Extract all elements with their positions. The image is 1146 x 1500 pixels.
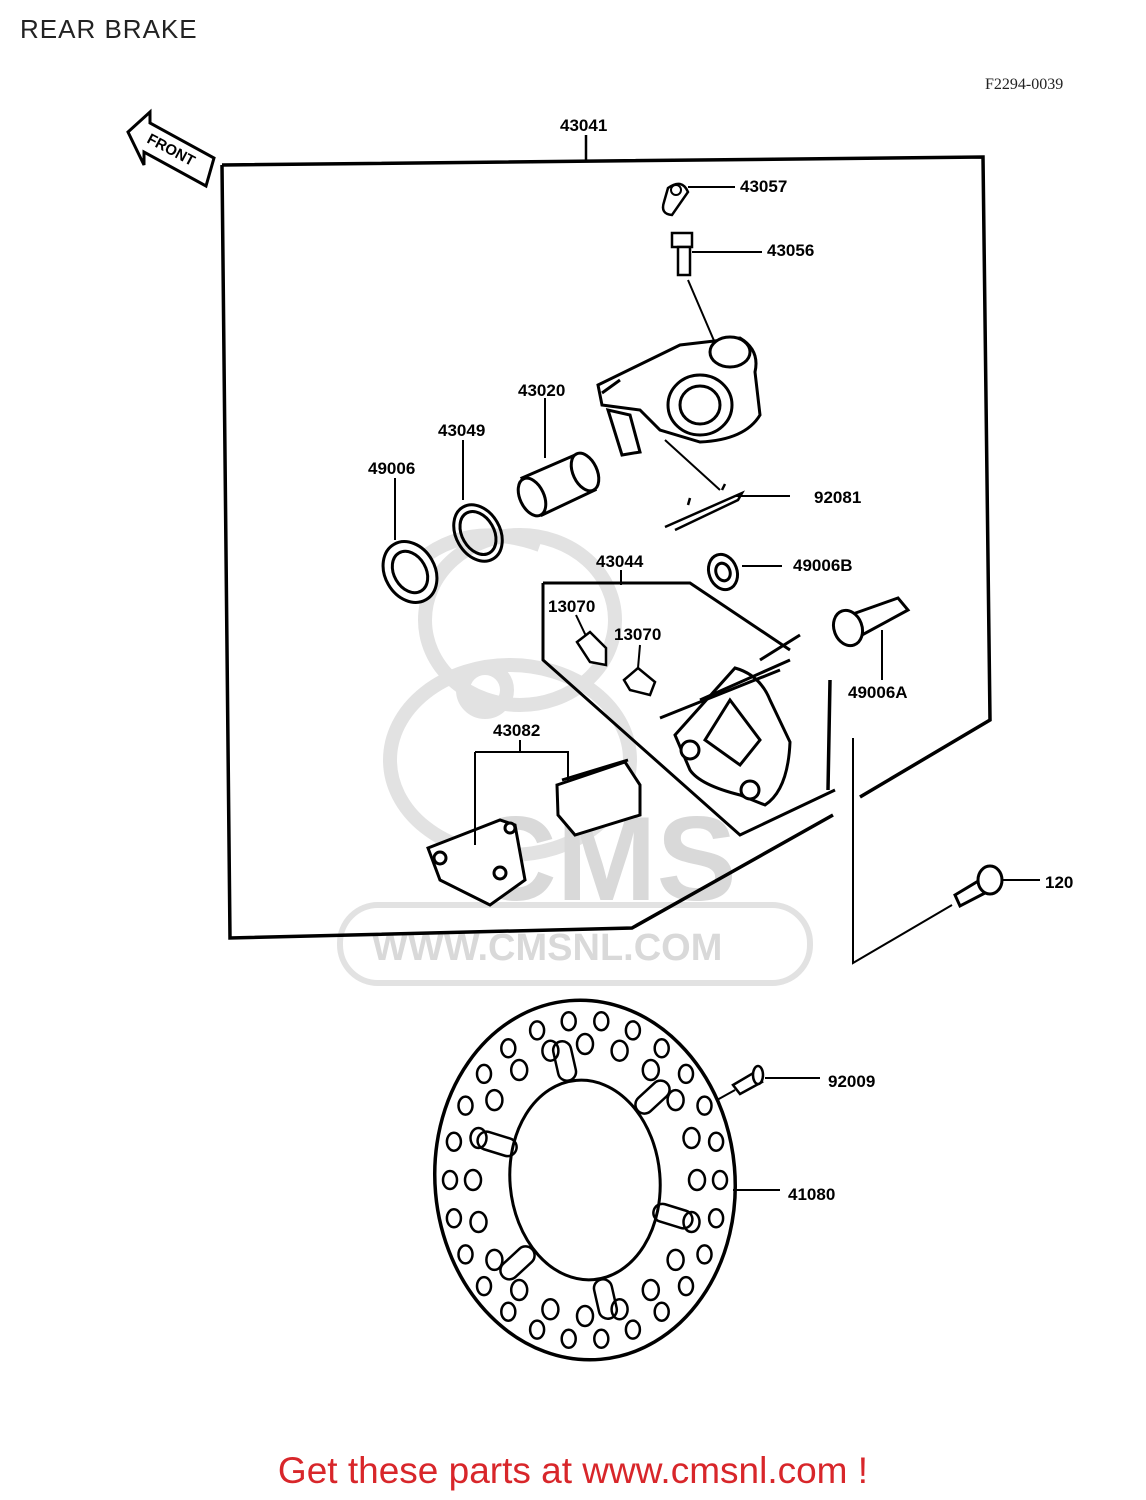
disc-hole: [575, 1032, 595, 1056]
disc-hole: [445, 1131, 463, 1152]
disc-hole: [509, 1278, 529, 1302]
caliper-assembly-frame: [220, 155, 992, 940]
disc-hole: [641, 1278, 661, 1302]
disc-hole: [463, 1168, 483, 1192]
brake-pad-outer: [426, 818, 527, 907]
disc-hole: [666, 1248, 685, 1272]
front-direction-arrow: FRONT: [126, 108, 216, 189]
disc-hole: [575, 1304, 595, 1328]
slide-bushing-b: [706, 552, 782, 592]
label-49006A: 49006A: [848, 683, 908, 702]
disc-hole: [624, 1020, 642, 1041]
disc-hole: [485, 1088, 504, 1112]
disc-screw: [689, 1064, 820, 1116]
brake-pad-inner: [555, 758, 642, 837]
disc-hole: [687, 1168, 707, 1192]
disc-hole: [653, 1038, 670, 1059]
disc-hole: [696, 1244, 713, 1265]
disc-hole: [469, 1126, 488, 1150]
disc-hole: [485, 1248, 504, 1272]
disc-slot: [592, 1278, 619, 1320]
label-49006B: 49006B: [793, 556, 853, 575]
disc-hole: [457, 1244, 474, 1265]
caliper-bracket: [659, 633, 801, 807]
disc-hole: [624, 1319, 642, 1340]
pad-spring-clip-2: [622, 644, 657, 697]
label-43049: 43049: [438, 421, 485, 440]
disc-slot: [476, 1130, 518, 1158]
brake-disc: [432, 998, 780, 1362]
disc-slot: [499, 1245, 536, 1281]
disc-hole: [682, 1126, 701, 1150]
disc-slot: [634, 1079, 671, 1115]
disc-hole: [610, 1298, 629, 1321]
label-43056: 43056: [767, 241, 814, 260]
disc-hole: [560, 1328, 577, 1350]
disc-hole: [469, 1210, 488, 1234]
label-43044: 43044: [596, 552, 644, 571]
disc-hole: [682, 1210, 701, 1234]
disc-hole: [610, 1039, 629, 1062]
disc-hole: [500, 1301, 517, 1322]
watermark-mascot: [383, 528, 637, 862]
label-92009: 92009: [828, 1072, 875, 1091]
disc-hole: [641, 1058, 661, 1082]
page-title: REAR BRAKE: [20, 14, 198, 44]
label-13070-a: 13070: [548, 597, 595, 616]
disc-hole: [475, 1275, 493, 1297]
disc-hole: [441, 1169, 459, 1191]
slide-pin-a: [831, 596, 911, 680]
pad-carrier-frame: [541, 581, 836, 837]
label-49006: 49006: [368, 459, 415, 478]
pad-spring-clip-1: [575, 614, 608, 667]
disc-hole: [707, 1131, 725, 1152]
label-120: 120: [1045, 873, 1073, 892]
disc-hole: [528, 1319, 546, 1340]
disc-hole: [666, 1088, 685, 1112]
disc-hole: [677, 1063, 695, 1085]
bleeder-valve: [670, 231, 762, 351]
piston-seal: [452, 440, 504, 563]
caliper-piston: [516, 398, 601, 518]
label-43057: 43057: [740, 177, 787, 196]
mounting-bolt: [852, 738, 1040, 965]
disc-hole: [653, 1301, 670, 1322]
watermark-url-box: [337, 902, 813, 986]
disc-hole: [707, 1208, 725, 1229]
disc-hole: [677, 1275, 695, 1297]
label-92081: 92081: [814, 488, 861, 507]
disc-hole: [541, 1298, 560, 1321]
label-43041: 43041: [560, 116, 607, 135]
dust-boot: [381, 478, 439, 604]
promo-footer: Get these parts at www.cmsnl.com !: [277, 1450, 869, 1491]
label-43082: 43082: [493, 721, 540, 740]
disc-hole: [696, 1095, 713, 1116]
leader-43082: [474, 740, 569, 845]
disc-hole: [711, 1169, 729, 1191]
caliper-body: [596, 335, 762, 491]
figure-code: F2294-0039: [985, 76, 1064, 93]
disc-hole: [528, 1020, 546, 1041]
label-41080: 41080: [788, 1185, 835, 1204]
disc-hole: [560, 1010, 577, 1032]
disc-hole: [541, 1039, 560, 1062]
disc-slot: [652, 1202, 694, 1230]
disc-hole: [457, 1095, 474, 1116]
disc-holes: [441, 1010, 729, 1350]
disc-hole: [475, 1063, 493, 1085]
pad-spring: [664, 483, 790, 532]
disc-hole: [509, 1058, 529, 1082]
label-13070-b: 13070: [614, 625, 661, 644]
label-43020: 43020: [518, 381, 565, 400]
disc-hole: [445, 1208, 463, 1229]
bleeder-cap: [661, 182, 735, 217]
disc-slot: [551, 1040, 578, 1082]
disc-hole: [593, 1010, 610, 1032]
disc-hole: [593, 1328, 610, 1350]
disc-hole: [500, 1038, 517, 1059]
